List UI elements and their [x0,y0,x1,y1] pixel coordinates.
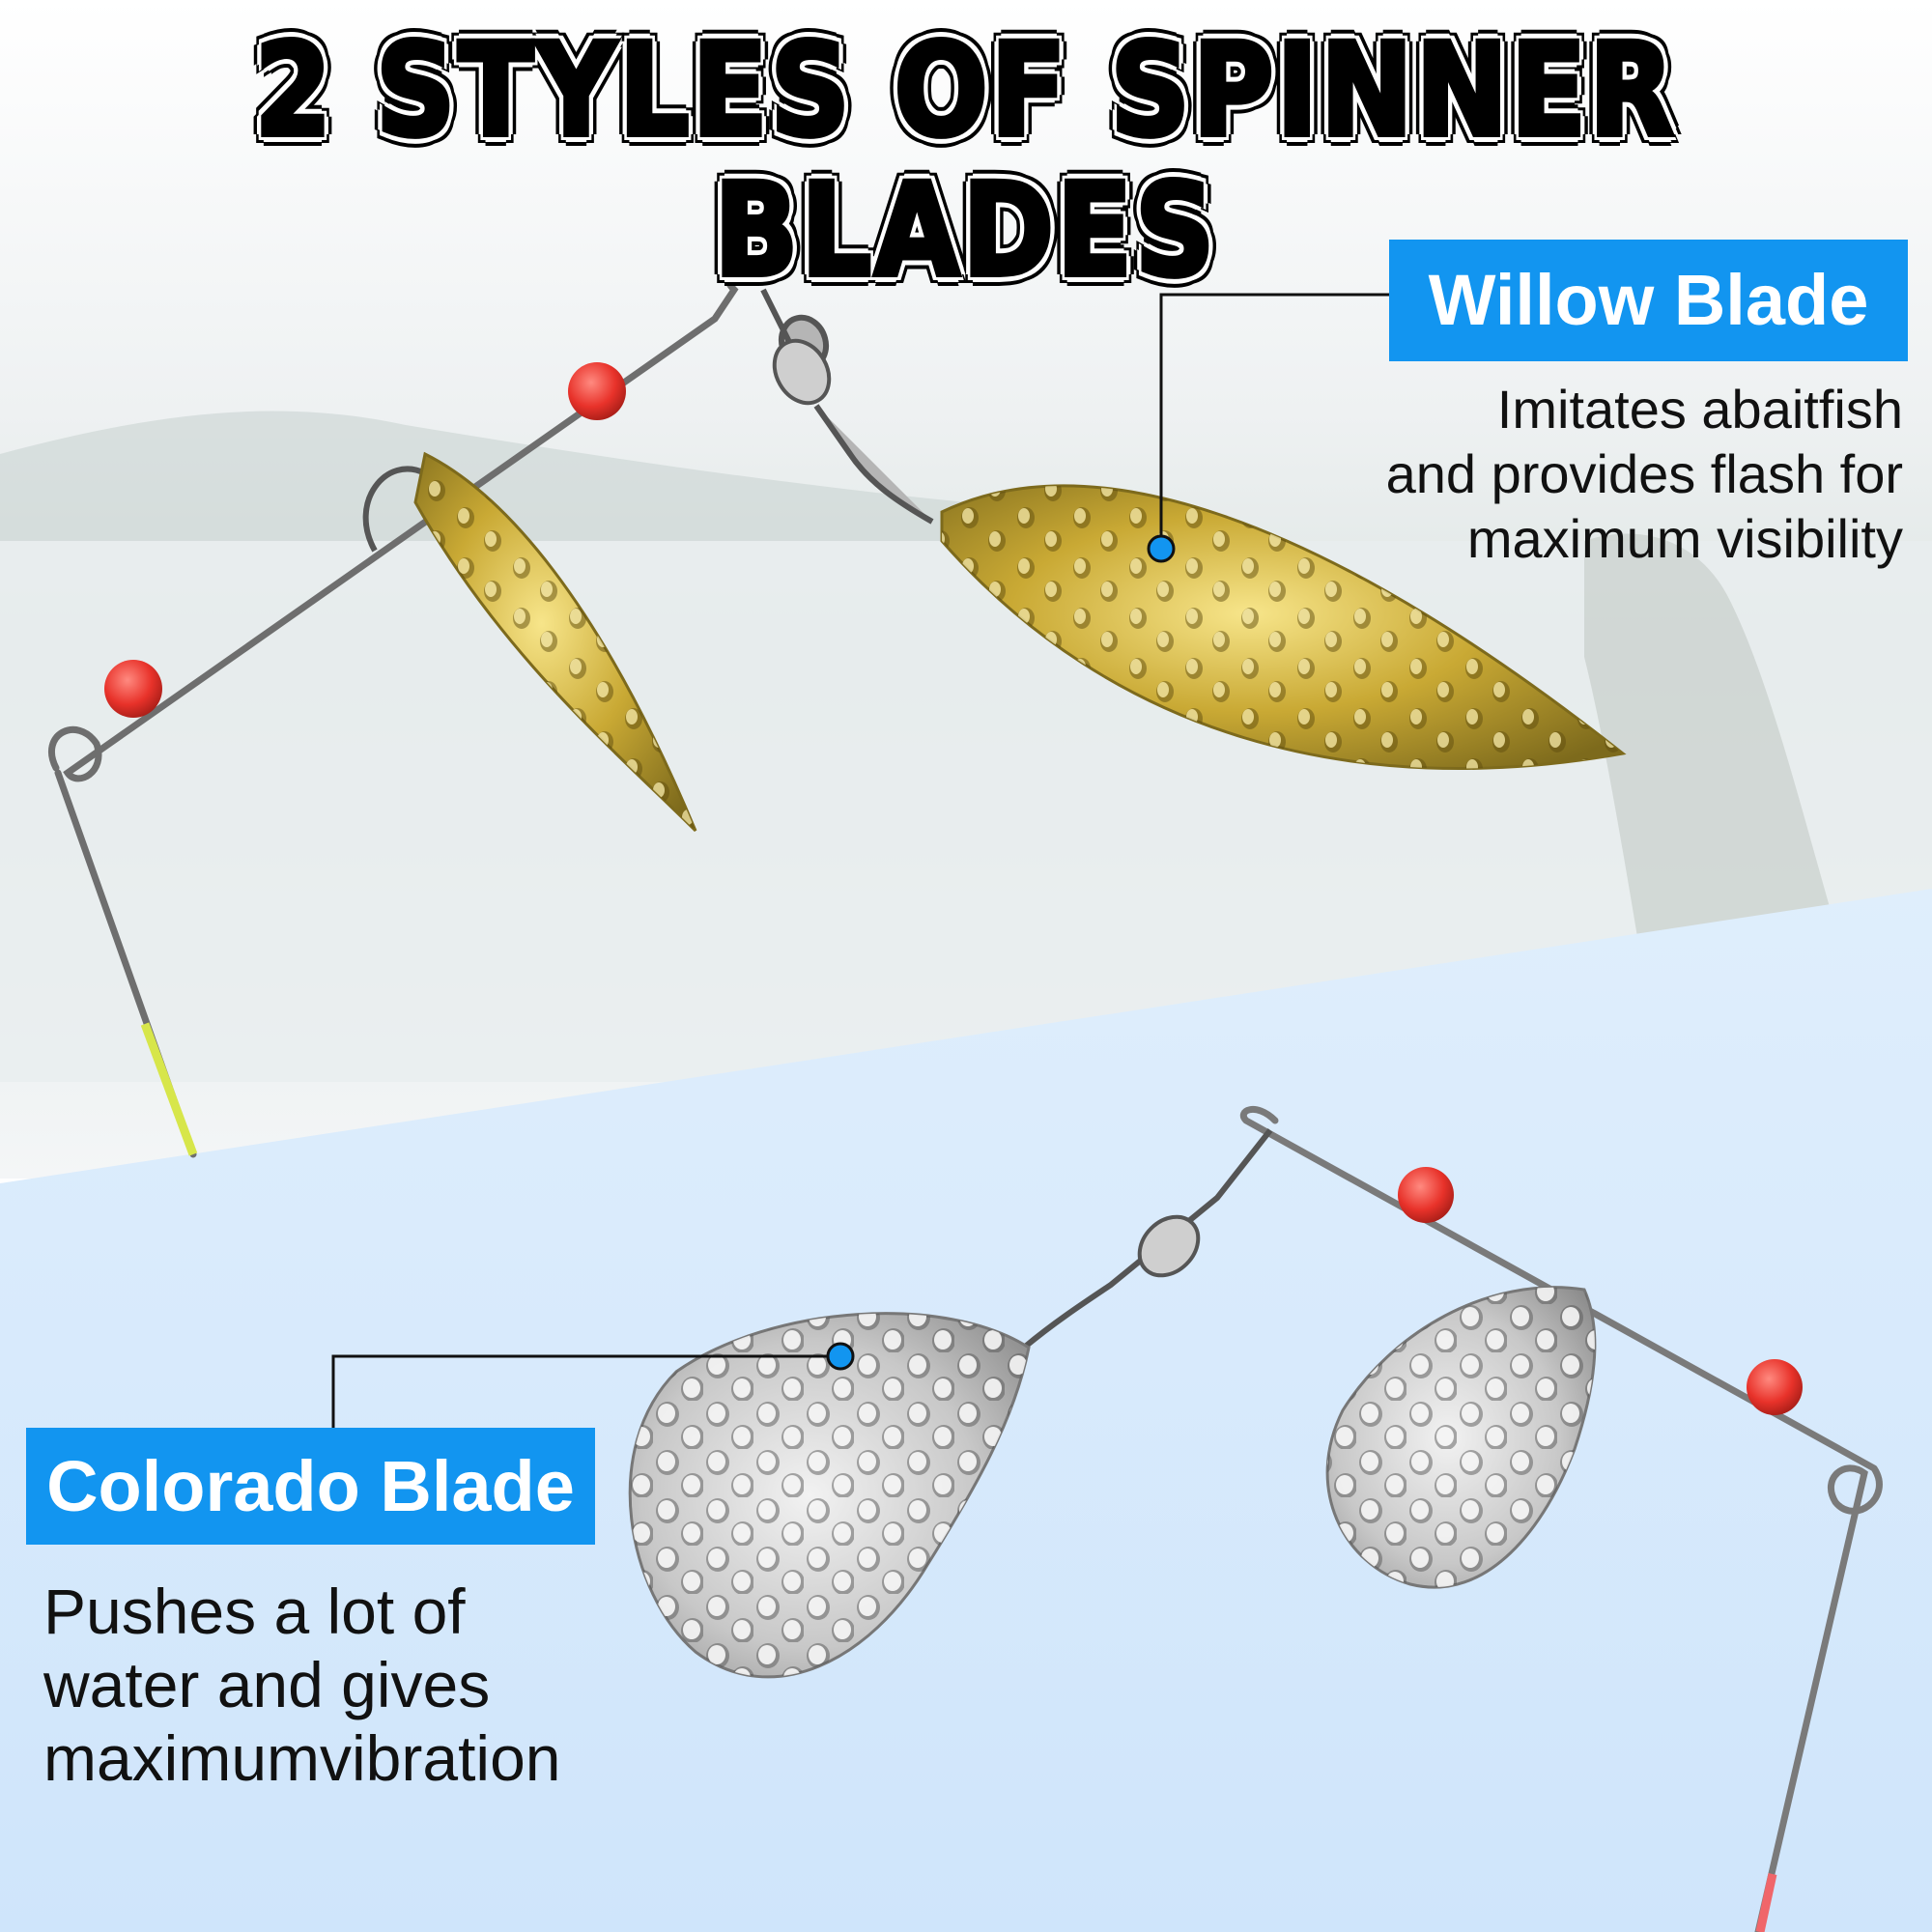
hills [0,411,966,541]
willow-spinnerbait [47,266,1627,1158]
willow-bead-upper [568,362,626,420]
willow-leader-line [1147,293,1389,563]
colorado-bead-lower [1747,1359,1803,1415]
colorado-spinnerbait [628,1105,1883,1932]
willow-leader-dot [1147,534,1176,563]
willow-wire-tip [140,1022,198,1156]
willow-blade-label: Willow Blade [1389,240,1908,361]
colorado-swivel [1022,1128,1273,1350]
willow-desc-line-1: Imitates abaitfish [1496,379,1903,440]
colorado-blade-description: Pushes a lot of water and gives maximumv… [43,1575,662,1795]
willow-bead-lower [104,660,162,718]
colorado-leader-line [331,1342,855,1428]
willow-hook-ring [362,466,427,553]
colorado-desc-line-1: Pushes a lot of [43,1576,466,1647]
colorado-leader-dot [826,1342,855,1371]
willow-blade-description: Imitates abaitfish and provides flash fo… [1275,377,1903,571]
page-title: 2 STYLES OF SPINNER BLADES [252,16,1678,306]
colorado-wire-tip [1755,1873,1777,1932]
willow-desc-line-2: and provides flash for [1385,443,1903,504]
colorado-swivel-barrel [1137,1214,1201,1278]
willow-blade-small [413,451,697,833]
colorado-blade-small [1325,1286,1597,1589]
willow-blade-large [940,484,1627,771]
colorado-blade-label: Colorado Blade [26,1428,595,1545]
colorado-desc-line-2: water and gives [43,1649,491,1720]
colorado-blade-large [628,1312,1031,1679]
colorado-bead-upper [1398,1167,1454,1223]
willow-desc-line-3: maximum visibility [1466,508,1903,569]
fisherman-silhouette [1584,533,1835,966]
willow-swivel-barrel [772,338,832,406]
colorado-desc-line-3: maximumvibration [43,1722,561,1794]
